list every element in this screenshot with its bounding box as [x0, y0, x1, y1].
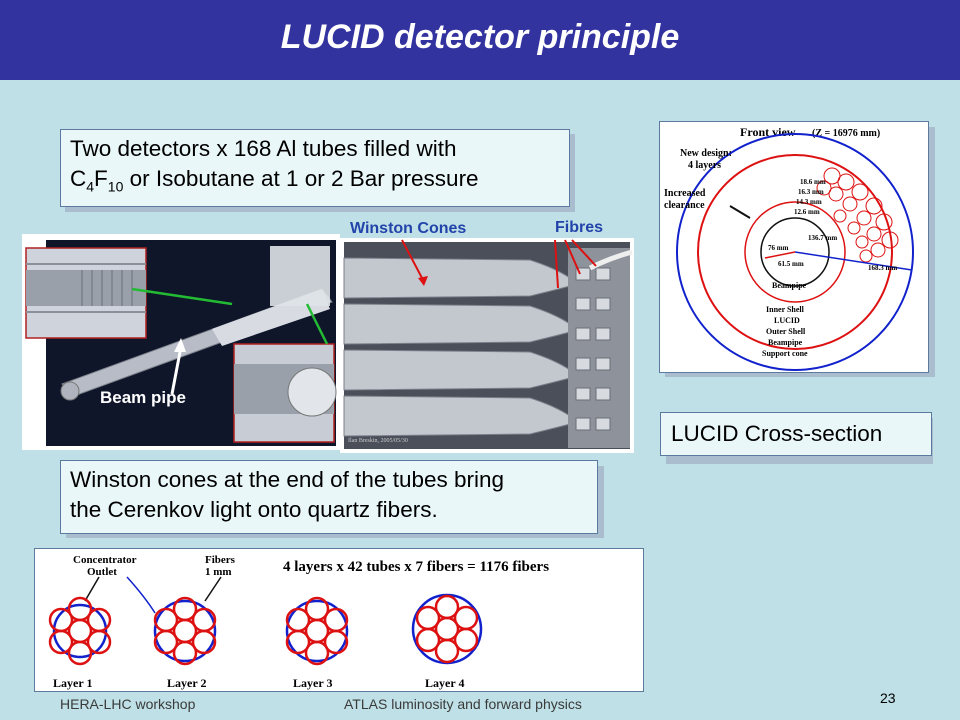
- layer-4-label: Layer 4: [425, 676, 464, 690]
- slide-title: LUCID detector principle: [280, 18, 680, 56]
- radius-4: 168.3 mm: [868, 264, 897, 272]
- new-design: New design:: [680, 148, 732, 159]
- layer-2-bundle: [153, 596, 217, 666]
- beam-pipe-label: Beam pipe: [100, 388, 186, 407]
- box1-f: F: [94, 166, 108, 191]
- fiber-formula: 4 layers x 42 tubes x 7 fibers = 1176 fi…: [283, 559, 549, 575]
- dim-2: 16.3 mm: [798, 188, 824, 196]
- layer-2-label: Layer 2: [167, 676, 206, 690]
- box1-c: C: [70, 166, 87, 191]
- layer-3-bundle: [285, 596, 349, 666]
- sim-caption: Ilan Breskin, 2005/05/30: [348, 438, 408, 444]
- box1-sub10: 10: [107, 178, 124, 195]
- legend-1: Inner Shell: [766, 305, 805, 314]
- layer-3-label: Layer 3: [293, 676, 332, 690]
- fibres-label: Fibres: [555, 219, 604, 236]
- legend-3: Outer Shell: [766, 327, 806, 336]
- box1-line2: C4F10 or Isobutane at 1 or 2 Bar pressur…: [70, 164, 560, 202]
- winston-cones-render: Ilan Breskin, 2005/05/30: [340, 238, 634, 453]
- fiber-layers-svg: Concentrator Outlet Fibers 1 mm 4 layers…: [48, 554, 549, 690]
- fibers-1: Fibers: [205, 554, 236, 566]
- clearance-1: Increased: [664, 188, 706, 199]
- cross-section-label: LUCID Cross-section: [660, 412, 932, 456]
- footer-center: ATLAS luminosity and forward physics: [344, 696, 582, 712]
- legend-2: LUCID: [774, 316, 800, 325]
- description-box-1: Two detectors x 168 Al tubes filled with…: [60, 129, 570, 207]
- dim-3: 14.3 mm: [796, 198, 822, 206]
- layer-1-bundle: [48, 596, 112, 666]
- front-view-svg: Front view (Z = 16976 mm) New design: 4 …: [664, 125, 914, 371]
- title-bar: [0, 0, 960, 80]
- radius-2: 76 mm: [768, 244, 789, 252]
- legend-4: Beampipe: [768, 338, 803, 347]
- layer-4-bundle: [411, 593, 483, 665]
- radius-1: 136.7 mm: [808, 234, 837, 242]
- layer-1-label: Layer 1: [53, 676, 92, 690]
- box1-sub4: 4: [86, 178, 95, 195]
- box2-line1: Winston cones at the end of the tubes br…: [70, 467, 505, 492]
- description-box-2: Winston cones at the end of the tubes br…: [60, 460, 598, 534]
- legend-5: Support cone: [762, 349, 808, 358]
- dim-1: 18.6 mm: [800, 178, 826, 186]
- beampipe-inner: Beampipe: [772, 281, 807, 290]
- footer-left: HERA-LHC workshop: [60, 696, 196, 712]
- four-layers: 4 layers: [688, 160, 721, 171]
- radius-3: 61.5 mm: [778, 260, 804, 268]
- box1-post: or Isobutane at 1 or 2 Bar pressure: [123, 166, 479, 191]
- front-view-diagram: Front view (Z = 16976 mm) New design: 4 …: [659, 121, 929, 373]
- beam-pipe-render-svg: [25, 240, 337, 446]
- page-number: 23: [880, 690, 896, 706]
- dim-4: 12.6 mm: [794, 208, 820, 216]
- fibers-2: 1 mm: [205, 566, 232, 578]
- beam-pipe-render: Beam pipe: [22, 234, 340, 450]
- concentrator-2: Outlet: [87, 566, 117, 578]
- winston-cones-svg: Ilan Breskin, 2005/05/30: [343, 239, 633, 449]
- fiber-layers-diagram: Concentrator Outlet Fibers 1 mm 4 layers…: [34, 548, 644, 692]
- winston-cones-label: Winston Cones: [350, 220, 467, 237]
- clearance-2: clearance: [664, 200, 705, 211]
- front-view-z: (Z = 16976 mm): [812, 128, 880, 139]
- concentrator-1: Concentrator: [73, 554, 137, 566]
- box2-line2: the Cerenkov light onto quartz fibers.: [70, 497, 438, 522]
- box1-line1: Two detectors x 168 Al tubes filled with: [70, 136, 457, 161]
